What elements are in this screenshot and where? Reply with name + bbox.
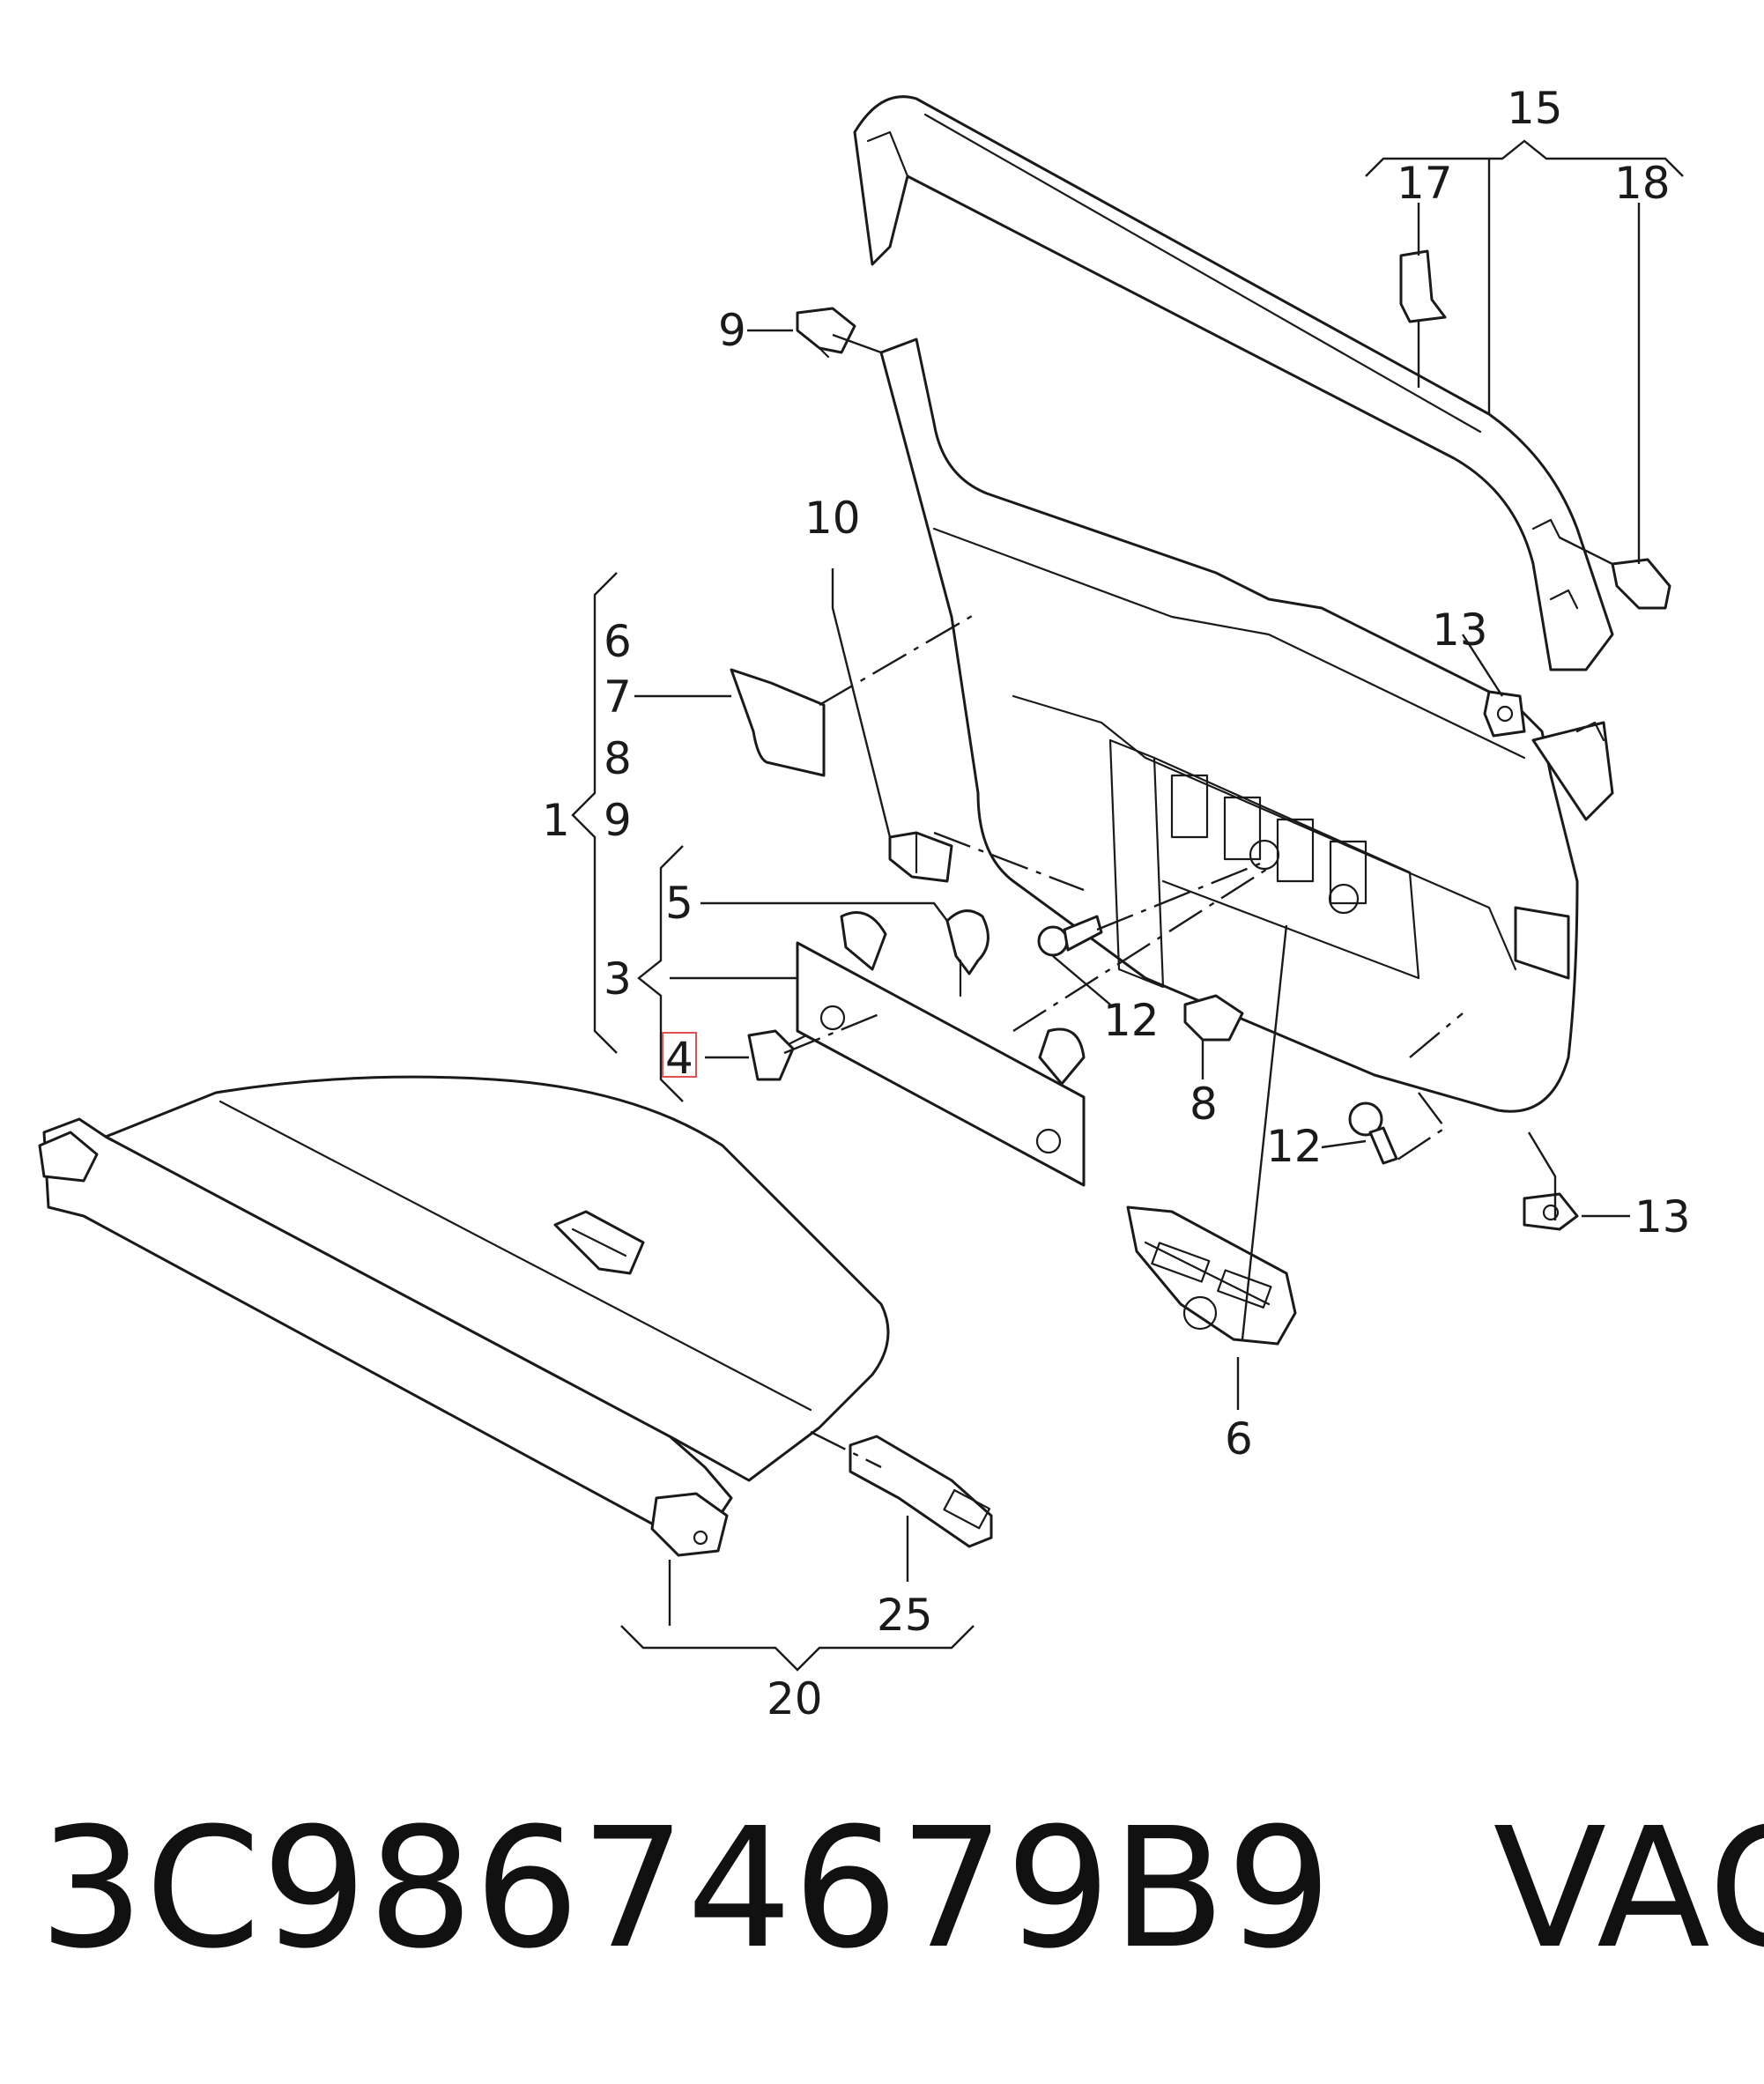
callout-18: 18 bbox=[1614, 158, 1671, 209]
callout-9-upper: 9 bbox=[718, 305, 746, 356]
screw-12-upper bbox=[1037, 915, 1103, 957]
clip-4 bbox=[747, 1029, 808, 1081]
part-number: 3C98674679B9 bbox=[39, 1792, 1333, 1985]
clip-5 bbox=[945, 909, 989, 998]
callout-7: 7 bbox=[604, 671, 632, 723]
handle-strip-3 bbox=[796, 911, 1086, 1187]
callout-6-lower: 6 bbox=[1225, 1413, 1253, 1465]
callout-4-highlight bbox=[662, 1032, 697, 1078]
callout-10: 10 bbox=[804, 493, 861, 544]
brace-15 bbox=[1365, 139, 1684, 177]
callout-8-left: 8 bbox=[604, 733, 632, 784]
insert-25 bbox=[849, 1435, 993, 1548]
clip-8 bbox=[1183, 994, 1244, 1042]
nut-13-upper bbox=[1483, 690, 1526, 738]
caption-spacer bbox=[1332, 1792, 1493, 1985]
part-number-caption: 3C98674679B9 VAG bbox=[39, 1806, 1764, 1972]
callout-6-upper: 6 bbox=[604, 616, 632, 667]
leader-lines bbox=[634, 159, 1641, 1626]
callout-25: 25 bbox=[877, 1590, 933, 1641]
callout-5: 5 bbox=[665, 878, 693, 929]
brace-3 bbox=[637, 845, 684, 1102]
callout-labels: 15 17 18 9 10 6 7 8 1 9 13 5 3 12 4 8 12… bbox=[542, 83, 1691, 1724]
assembly-lines bbox=[783, 611, 1464, 1469]
callout-1: 1 bbox=[542, 795, 570, 846]
callout-3: 3 bbox=[604, 953, 632, 1005]
callout-4: 4 bbox=[665, 1033, 693, 1084]
callout-17: 17 bbox=[1397, 158, 1453, 209]
brand-name: VAG bbox=[1493, 1792, 1764, 1985]
screw-12-lower bbox=[1348, 1101, 1398, 1165]
callout-15: 15 bbox=[1507, 83, 1563, 134]
callout-13-lower: 13 bbox=[1634, 1191, 1691, 1242]
bracket-18 bbox=[1611, 558, 1671, 610]
callout-8-right: 8 bbox=[1190, 1079, 1218, 1130]
callout-13-upper: 13 bbox=[1432, 604, 1488, 656]
cover-pad-7 bbox=[730, 668, 826, 777]
nut-13-lower bbox=[1523, 1192, 1579, 1231]
callout-12-lower: 12 bbox=[1266, 1121, 1323, 1172]
callout-12-upper: 12 bbox=[1103, 995, 1160, 1046]
bracket-6 bbox=[1126, 1205, 1297, 1346]
clip-9-upper bbox=[796, 307, 856, 359]
tailgate-trim-panel bbox=[853, 95, 1614, 1113]
luggage-cover-20 bbox=[38, 1075, 890, 1557]
brace-20 bbox=[620, 1625, 975, 1672]
brace-1 bbox=[571, 572, 618, 1054]
callout-20: 20 bbox=[767, 1673, 823, 1724]
bracket-17 bbox=[1399, 249, 1447, 323]
holder-10 bbox=[888, 831, 953, 883]
callout-9-left: 9 bbox=[604, 795, 632, 846]
